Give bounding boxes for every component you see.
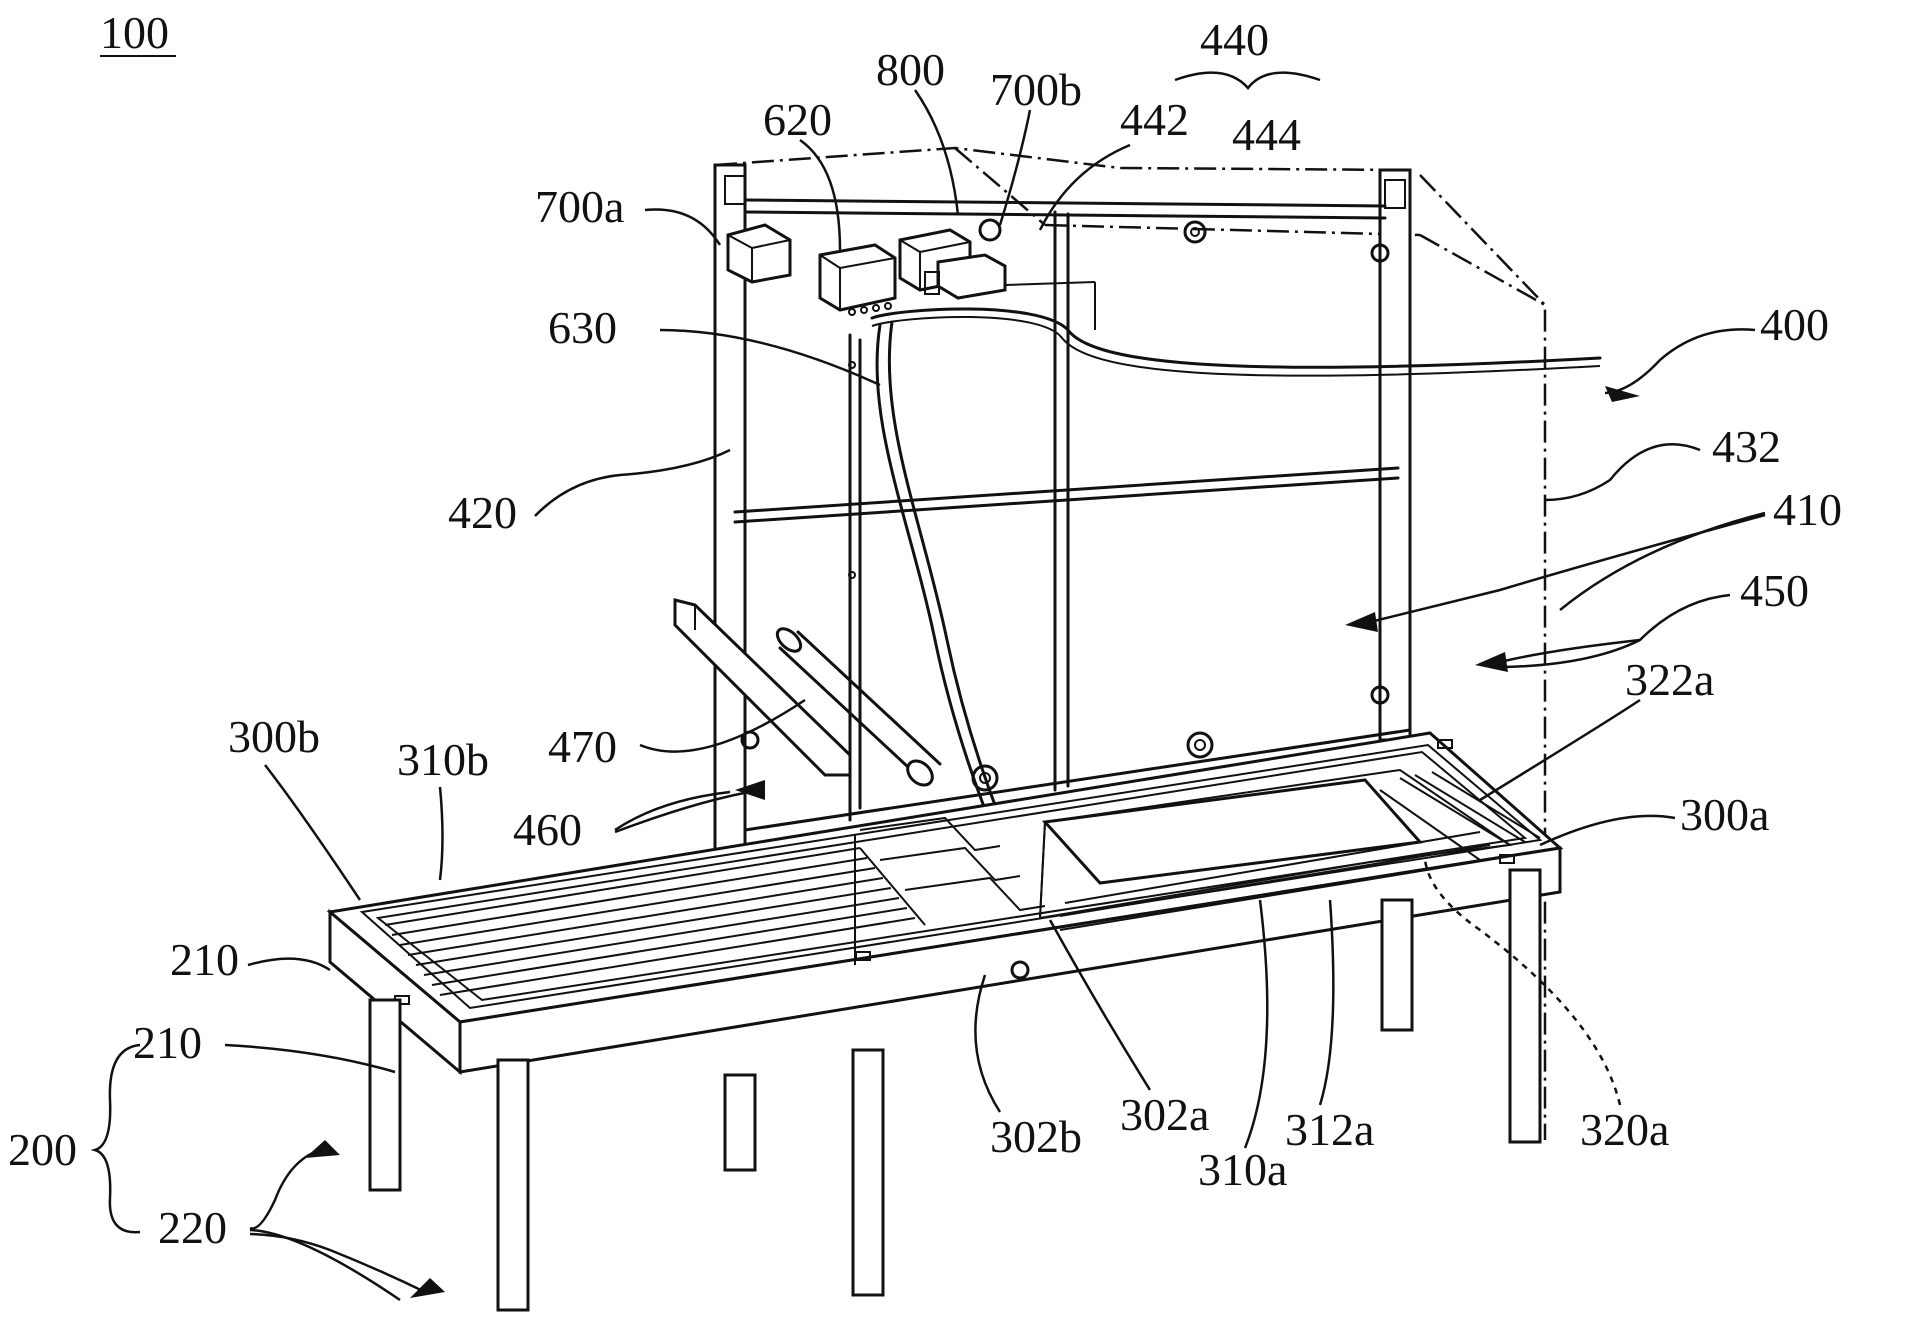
label-320a: 320a <box>1580 1104 1669 1155</box>
label-322a: 322a <box>1625 654 1714 705</box>
brace-200 <box>90 1043 141 1234</box>
label-460: 460 <box>513 804 582 855</box>
label-302b: 302b <box>990 1111 1082 1162</box>
divider-302b <box>854 816 1046 965</box>
label-440: 440 <box>1200 14 1269 65</box>
control-box-700a <box>726 223 792 284</box>
label-310a: 310a <box>1198 1144 1287 1195</box>
label-200: 200 <box>8 1124 77 1175</box>
grid-310a <box>1038 768 1541 931</box>
label-444: 444 <box>1232 109 1301 160</box>
label-400: 400 <box>1760 299 1829 350</box>
label-450: 450 <box>1740 565 1809 616</box>
label-700b: 700b <box>990 64 1082 115</box>
label-432: 432 <box>1712 421 1781 472</box>
label-630: 630 <box>548 302 617 353</box>
legs-220 <box>368 868 1542 1312</box>
label-312a: 312a <box>1285 1104 1374 1155</box>
label-300a: 300a <box>1680 789 1769 840</box>
label-410: 410 <box>1773 484 1842 535</box>
label-470: 470 <box>548 721 617 772</box>
rod <box>775 627 942 787</box>
arrow-stems <box>249 513 1766 1294</box>
slots-310b <box>384 847 926 996</box>
label-210-lower: 210 <box>133 1017 202 1068</box>
arrow-heads <box>305 386 1640 1298</box>
base-tray <box>326 731 1564 1076</box>
leader-lines <box>224 89 1766 1302</box>
label-800: 800 <box>876 44 945 95</box>
label-442: 442 <box>1120 94 1189 145</box>
label-420: 420 <box>448 487 517 538</box>
label-700a: 700a <box>535 181 624 232</box>
label-210-upper: 210 <box>170 934 239 985</box>
label-310b: 310b <box>397 734 489 785</box>
control-box-620 <box>818 243 897 316</box>
label-220: 220 <box>158 1202 227 1253</box>
frame-outline-432 <box>714 146 1547 1140</box>
control-box-700b <box>924 218 1096 330</box>
figure-number: 100 <box>100 7 169 58</box>
label-302a: 302a <box>1120 1089 1209 1140</box>
label-620: 620 <box>763 94 832 145</box>
label-300b: 300b <box>228 711 320 762</box>
